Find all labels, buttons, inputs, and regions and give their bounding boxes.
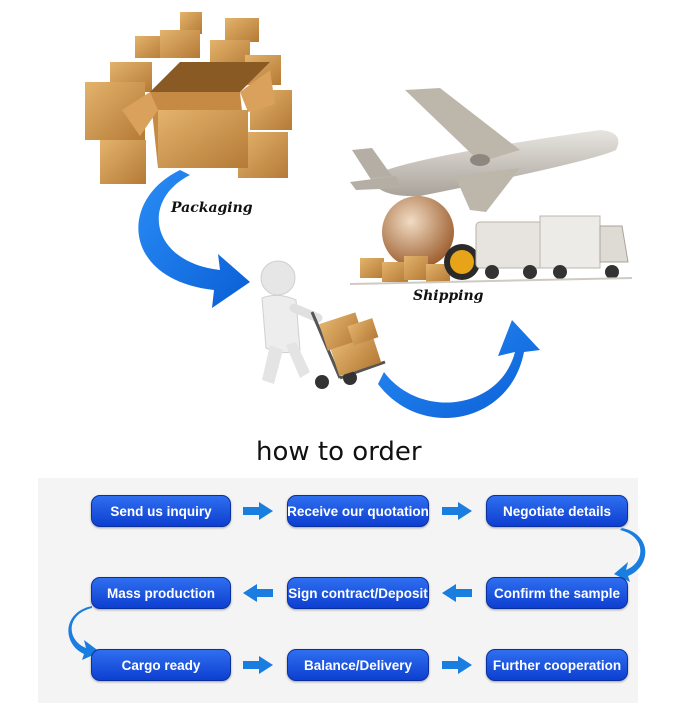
right-arrow-icon [442,656,472,674]
right-arrow-icon [442,502,472,520]
right-arrow-icon [243,502,273,520]
step-balance-delivery: Balance/Delivery [287,649,429,681]
step-receive-quotation: Receive our quotation [287,495,429,527]
packaging-label: Packaging [171,200,253,216]
airplane [350,88,619,212]
left-arrow-icon [243,584,273,602]
step-cargo-ready: Cargo ready [91,649,231,681]
worker-with-hand-truck [260,260,386,389]
step-further-cooperation: Further cooperation [486,649,628,681]
step-confirm-sample: Confirm the sample [486,577,628,609]
step-send-inquiry: Send us inquiry [91,495,231,527]
page-title: how to order [256,437,422,467]
packaging-arrow [138,170,250,308]
step-sign-contract: Sign contract/Deposit [287,577,429,609]
shipping-arrow [378,320,540,418]
curved-down-arrow-icon [68,606,100,660]
shipping-label: Shipping [413,288,484,304]
step-mass-production: Mass production [91,577,231,609]
curved-down-arrow-icon [614,528,646,582]
right-arrow-icon [243,656,273,674]
order-shipping-illustration [85,12,633,418]
globe-and-trucks [349,196,633,285]
step-negotiate-details: Negotiate details [486,495,628,527]
cardboard-boxes-pile [85,12,292,184]
left-arrow-icon [442,584,472,602]
